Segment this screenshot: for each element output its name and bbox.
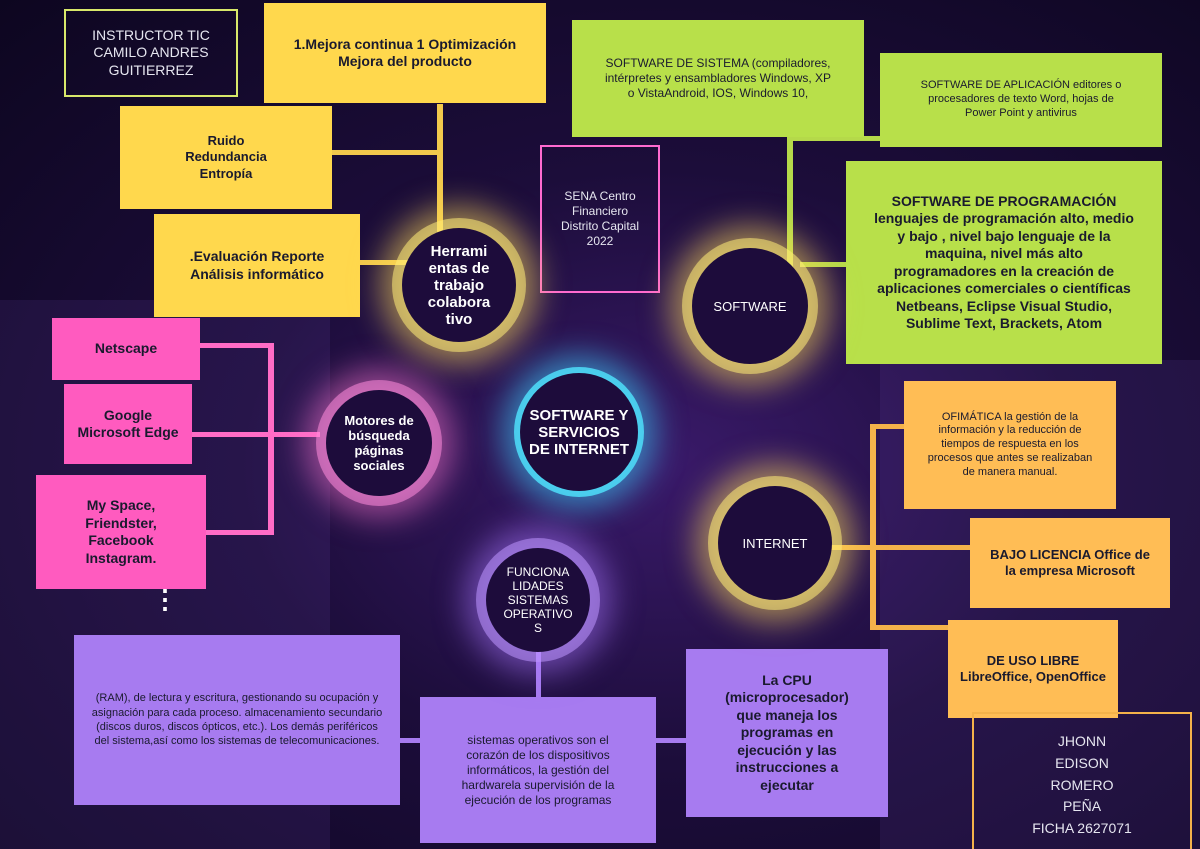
connector — [830, 545, 972, 550]
instructor-box: INSTRUCTOR TIC CAMILO ANDRES GUITIERREZ — [64, 9, 238, 97]
connector — [536, 650, 541, 700]
software-programacion-text: SOFTWARE DE PROGRAMACIÓN lenguajes de pr… — [874, 192, 1134, 332]
connector — [198, 343, 272, 348]
mejora-text: 1.Mejora continua 1 Optimización Mejora … — [293, 35, 517, 70]
software-programacion-box: SOFTWARE DE PROGRAMACIÓN lenguajes de pr… — [846, 161, 1162, 364]
software-sistema-box: SOFTWARE DE SISTEMA (compiladores, intér… — [572, 20, 864, 137]
evaluacion-box: .Evaluación Reporte Análisis informático — [154, 214, 360, 317]
netscape-box: Netscape — [52, 318, 200, 380]
software-aplicacion-box: SOFTWARE DE APLICACIÓN editores o proces… — [880, 53, 1162, 147]
motores-label: Motores de búsqueda páginas sociales — [344, 413, 414, 473]
connector — [790, 136, 882, 141]
funcionalidades-label: FUNCIONA LIDADES SISTEMAS OPERATIVO S — [503, 565, 573, 635]
author-ficha: FICHA 2627071 — [1032, 820, 1132, 837]
software-label: SOFTWARE — [713, 298, 787, 314]
connector — [800, 262, 850, 267]
connector — [360, 260, 440, 265]
internet-node: INTERNET — [718, 486, 832, 600]
connector — [205, 530, 273, 535]
licencia-text: BAJO LICENCIA Office de la empresa Micro… — [990, 546, 1150, 578]
connector — [398, 738, 424, 743]
connector — [190, 432, 320, 437]
author-name: JHONN EDISON ROMERO PEÑA — [1050, 733, 1114, 815]
google-box: Google Microsoft Edge — [64, 384, 192, 464]
sena-box: SENA Centro Financiero Distrito Capital … — [540, 145, 660, 293]
funcionalidades-node: FUNCIONA LIDADES SISTEMAS OPERATIVO S — [486, 548, 590, 652]
connector — [655, 738, 689, 743]
motores-node: Motores de búsqueda páginas sociales — [326, 390, 432, 496]
social-text: My Space, Friendster, Facebook Instagram… — [85, 497, 157, 566]
center-label: SOFTWARE Y SERVICIOS DE INTERNET — [528, 406, 629, 458]
connector — [268, 343, 274, 535]
author-box: JHONN EDISON ROMERO PEÑA FICHA 2627071 — [972, 712, 1192, 849]
connector — [870, 424, 876, 630]
ofimatica-text: OFIMÁTICA la gestión de la información y… — [927, 410, 1093, 478]
ellipsis-dots: ⋮ — [152, 584, 178, 614]
social-box: My Space, Friendster, Facebook Instagram… — [36, 475, 206, 589]
center-node: SOFTWARE Y SERVICIOS DE INTERNET — [520, 373, 638, 491]
ram-text: (RAM), de lectura y escritura, gestionan… — [91, 692, 383, 748]
connector — [437, 104, 443, 274]
uso-libre-box: DE USO LIBRE LibreOffice, OpenOffice — [948, 620, 1118, 718]
mejora-box: 1.Mejora continua 1 Optimización Mejora … — [264, 3, 546, 103]
corazon-box: sistemas operativos son el corazón de lo… — [420, 697, 656, 843]
internet-label: INTERNET — [742, 535, 808, 551]
sena-text: SENA Centro Financiero Distrito Capital … — [560, 189, 640, 248]
cpu-text: La CPU (microprocesador) que maneja los … — [725, 671, 849, 793]
ruido-box: Ruido Redundancia Entropía — [120, 106, 332, 209]
software-node: SOFTWARE — [692, 248, 808, 364]
herramientas-label: Herrami entas de trabajo colabora tivo — [427, 242, 491, 328]
ram-box: (RAM), de lectura y escritura, gestionan… — [74, 635, 400, 805]
netscape-text: Netscape — [94, 340, 158, 357]
connector — [332, 150, 440, 155]
connector — [870, 424, 910, 429]
cpu-box: La CPU (microprocesador) que maneja los … — [686, 649, 888, 817]
herramientas-node: Herrami entas de trabajo colabora tivo — [402, 228, 516, 342]
corazon-text: sistemas operativos son el corazón de lo… — [461, 732, 615, 807]
google-text: Google Microsoft Edge — [77, 406, 179, 441]
connector — [870, 625, 952, 630]
ofimatica-box: OFIMÁTICA la gestión de la información y… — [904, 381, 1116, 509]
uso-libre-text: DE USO LIBRE LibreOffice, OpenOffice — [960, 652, 1106, 684]
instructor-text: INSTRUCTOR TIC CAMILO ANDRES GUITIERREZ — [92, 26, 210, 78]
connector — [787, 136, 793, 276]
evaluacion-text: .Evaluación Reporte Análisis informático — [189, 248, 325, 282]
software-aplicacion-text: SOFTWARE DE APLICACIÓN editores o proces… — [920, 79, 1122, 119]
licencia-box: BAJO LICENCIA Office de la empresa Micro… — [970, 518, 1170, 608]
ruido-text: Ruido Redundancia Entropía — [185, 133, 267, 181]
software-sistema-text: SOFTWARE DE SISTEMA (compiladores, intér… — [604, 56, 832, 100]
